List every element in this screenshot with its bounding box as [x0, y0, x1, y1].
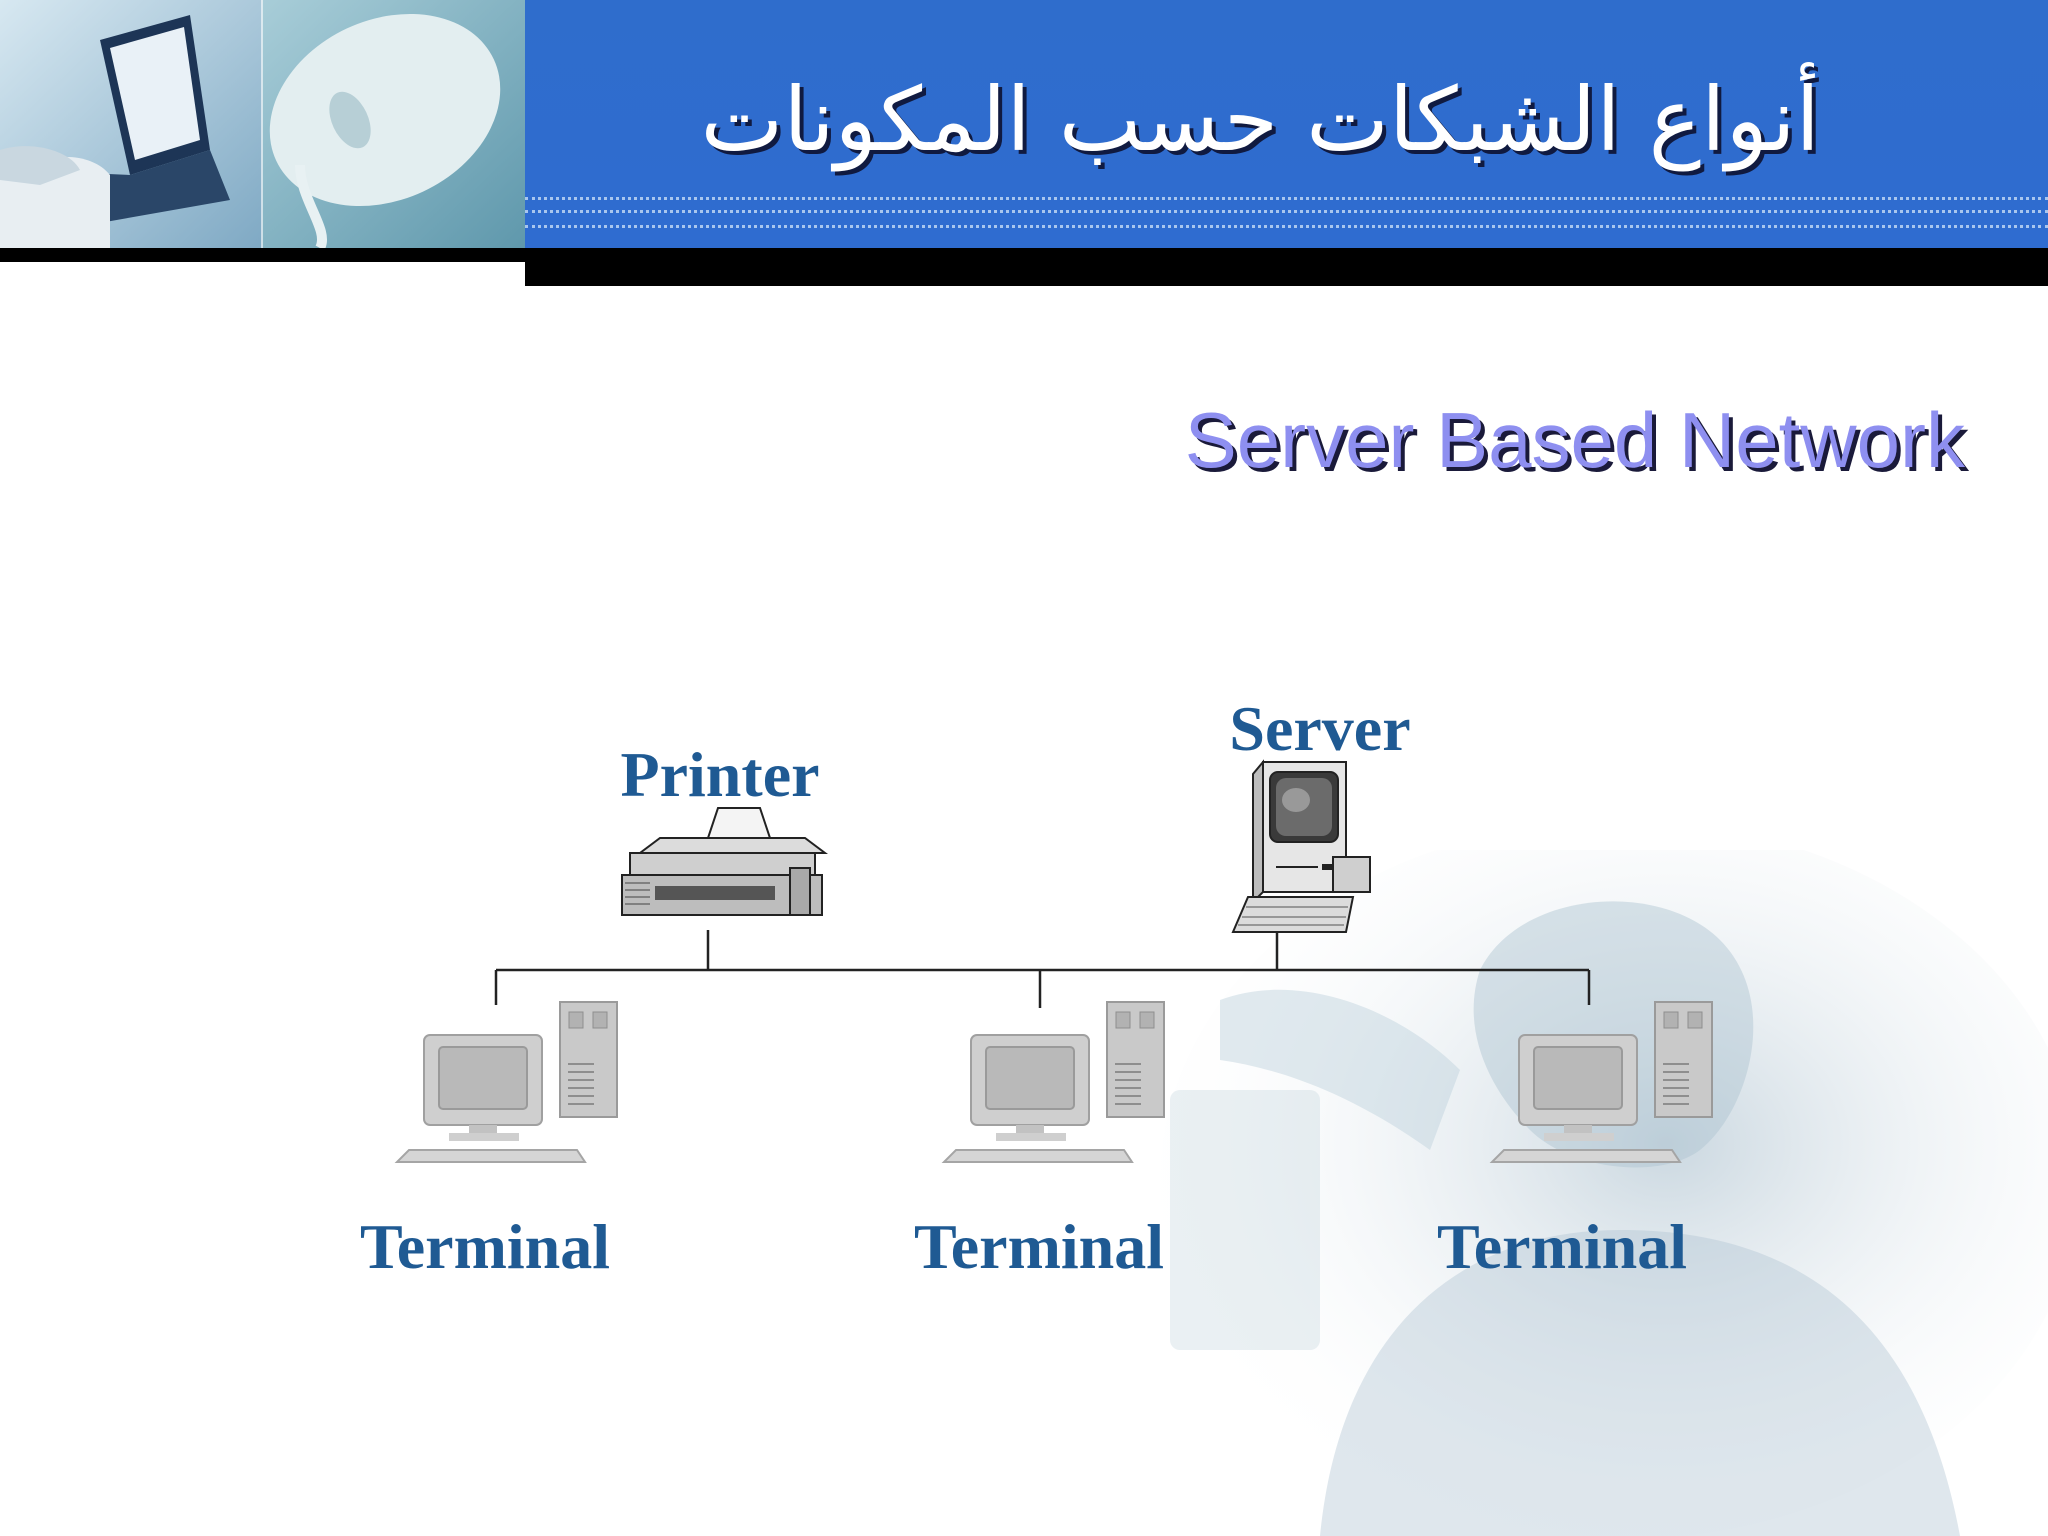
- laptop-and-mouse-photo: [0, 0, 525, 248]
- server-computer-icon: [1231, 759, 1371, 933]
- printer-label: Printer: [620, 739, 820, 810]
- background-person-watermark: [1160, 850, 2048, 1536]
- header-underline-left: [0, 248, 525, 262]
- header-underline-right: [525, 248, 2048, 286]
- terminal-computer-icon: [1491, 1001, 1713, 1163]
- terminal-computer-icon: [943, 1001, 1165, 1163]
- header-band: [525, 0, 2048, 248]
- terminal-computer-icon: [396, 1001, 618, 1163]
- network-bus: [494, 930, 1591, 1008]
- header-dotted-line: [525, 197, 2048, 200]
- terminal-label: Terminal: [1436, 1211, 1688, 1282]
- header-dotted-line: [525, 210, 2048, 213]
- slide-subtitle: Server Based Network: [1184, 396, 1965, 484]
- server-label: Server: [1229, 693, 1411, 764]
- terminal-label: Terminal: [359, 1211, 611, 1282]
- header-dotted-line: [525, 225, 2048, 228]
- header-photo-collage: [0, 0, 525, 248]
- slide-title: أنواع الشبكات حسب المكونات: [700, 68, 1820, 171]
- terminal-label: Terminal: [913, 1211, 1165, 1282]
- printer-icon: [621, 807, 828, 916]
